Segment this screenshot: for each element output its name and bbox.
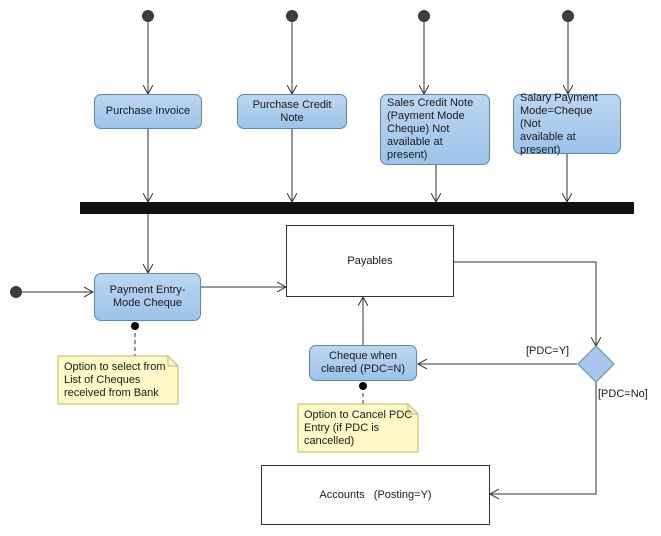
note-cheque-list: Option to select from List of Cheques re… <box>64 361 166 399</box>
accounts-box: Accounts (Posting=Y) <box>261 465 490 525</box>
initial-node-1 <box>142 10 154 22</box>
decision-node <box>577 345 615 383</box>
note-fold <box>407 404 418 415</box>
note-shape-cheque-list <box>57 355 179 405</box>
activity-salary-payment: Salary Payment Mode=Cheque (Not availabl… <box>513 92 621 156</box>
note-shape-cancel-pdc <box>297 403 419 453</box>
fork-join-bar <box>80 202 634 214</box>
note-fold <box>167 356 178 367</box>
activity-payment-entry: Payment Entry- Mode Cheque <box>94 273 201 321</box>
initial-node-3 <box>418 10 430 22</box>
initial-node-4 <box>562 10 574 22</box>
flow-edge <box>454 261 596 346</box>
note-anchor <box>359 382 367 390</box>
guard-pdc-no: [PDC=No] <box>598 388 648 400</box>
payables-box: Payables <box>286 225 454 297</box>
note-anchor <box>131 322 139 330</box>
activity-sales-credit-note: Sales Credit Note (Payment Mode Cheque) … <box>380 94 490 165</box>
note-cancel-pdc: Option to Cancel PDC Entry (if PDC is ca… <box>304 409 413 447</box>
activity-cheque-cleared: Cheque when cleared (PDC=N) <box>309 345 417 381</box>
initial-node-2 <box>286 10 298 22</box>
flow-edge <box>490 381 597 494</box>
initial-node-5 <box>10 286 22 298</box>
activity-purchase-credit-note: Purchase Credit Note <box>237 94 347 129</box>
guard-pdc-yes: [PDC=Y] <box>526 345 570 357</box>
activity-purchase-invoice: Purchase Invoice <box>94 94 202 129</box>
